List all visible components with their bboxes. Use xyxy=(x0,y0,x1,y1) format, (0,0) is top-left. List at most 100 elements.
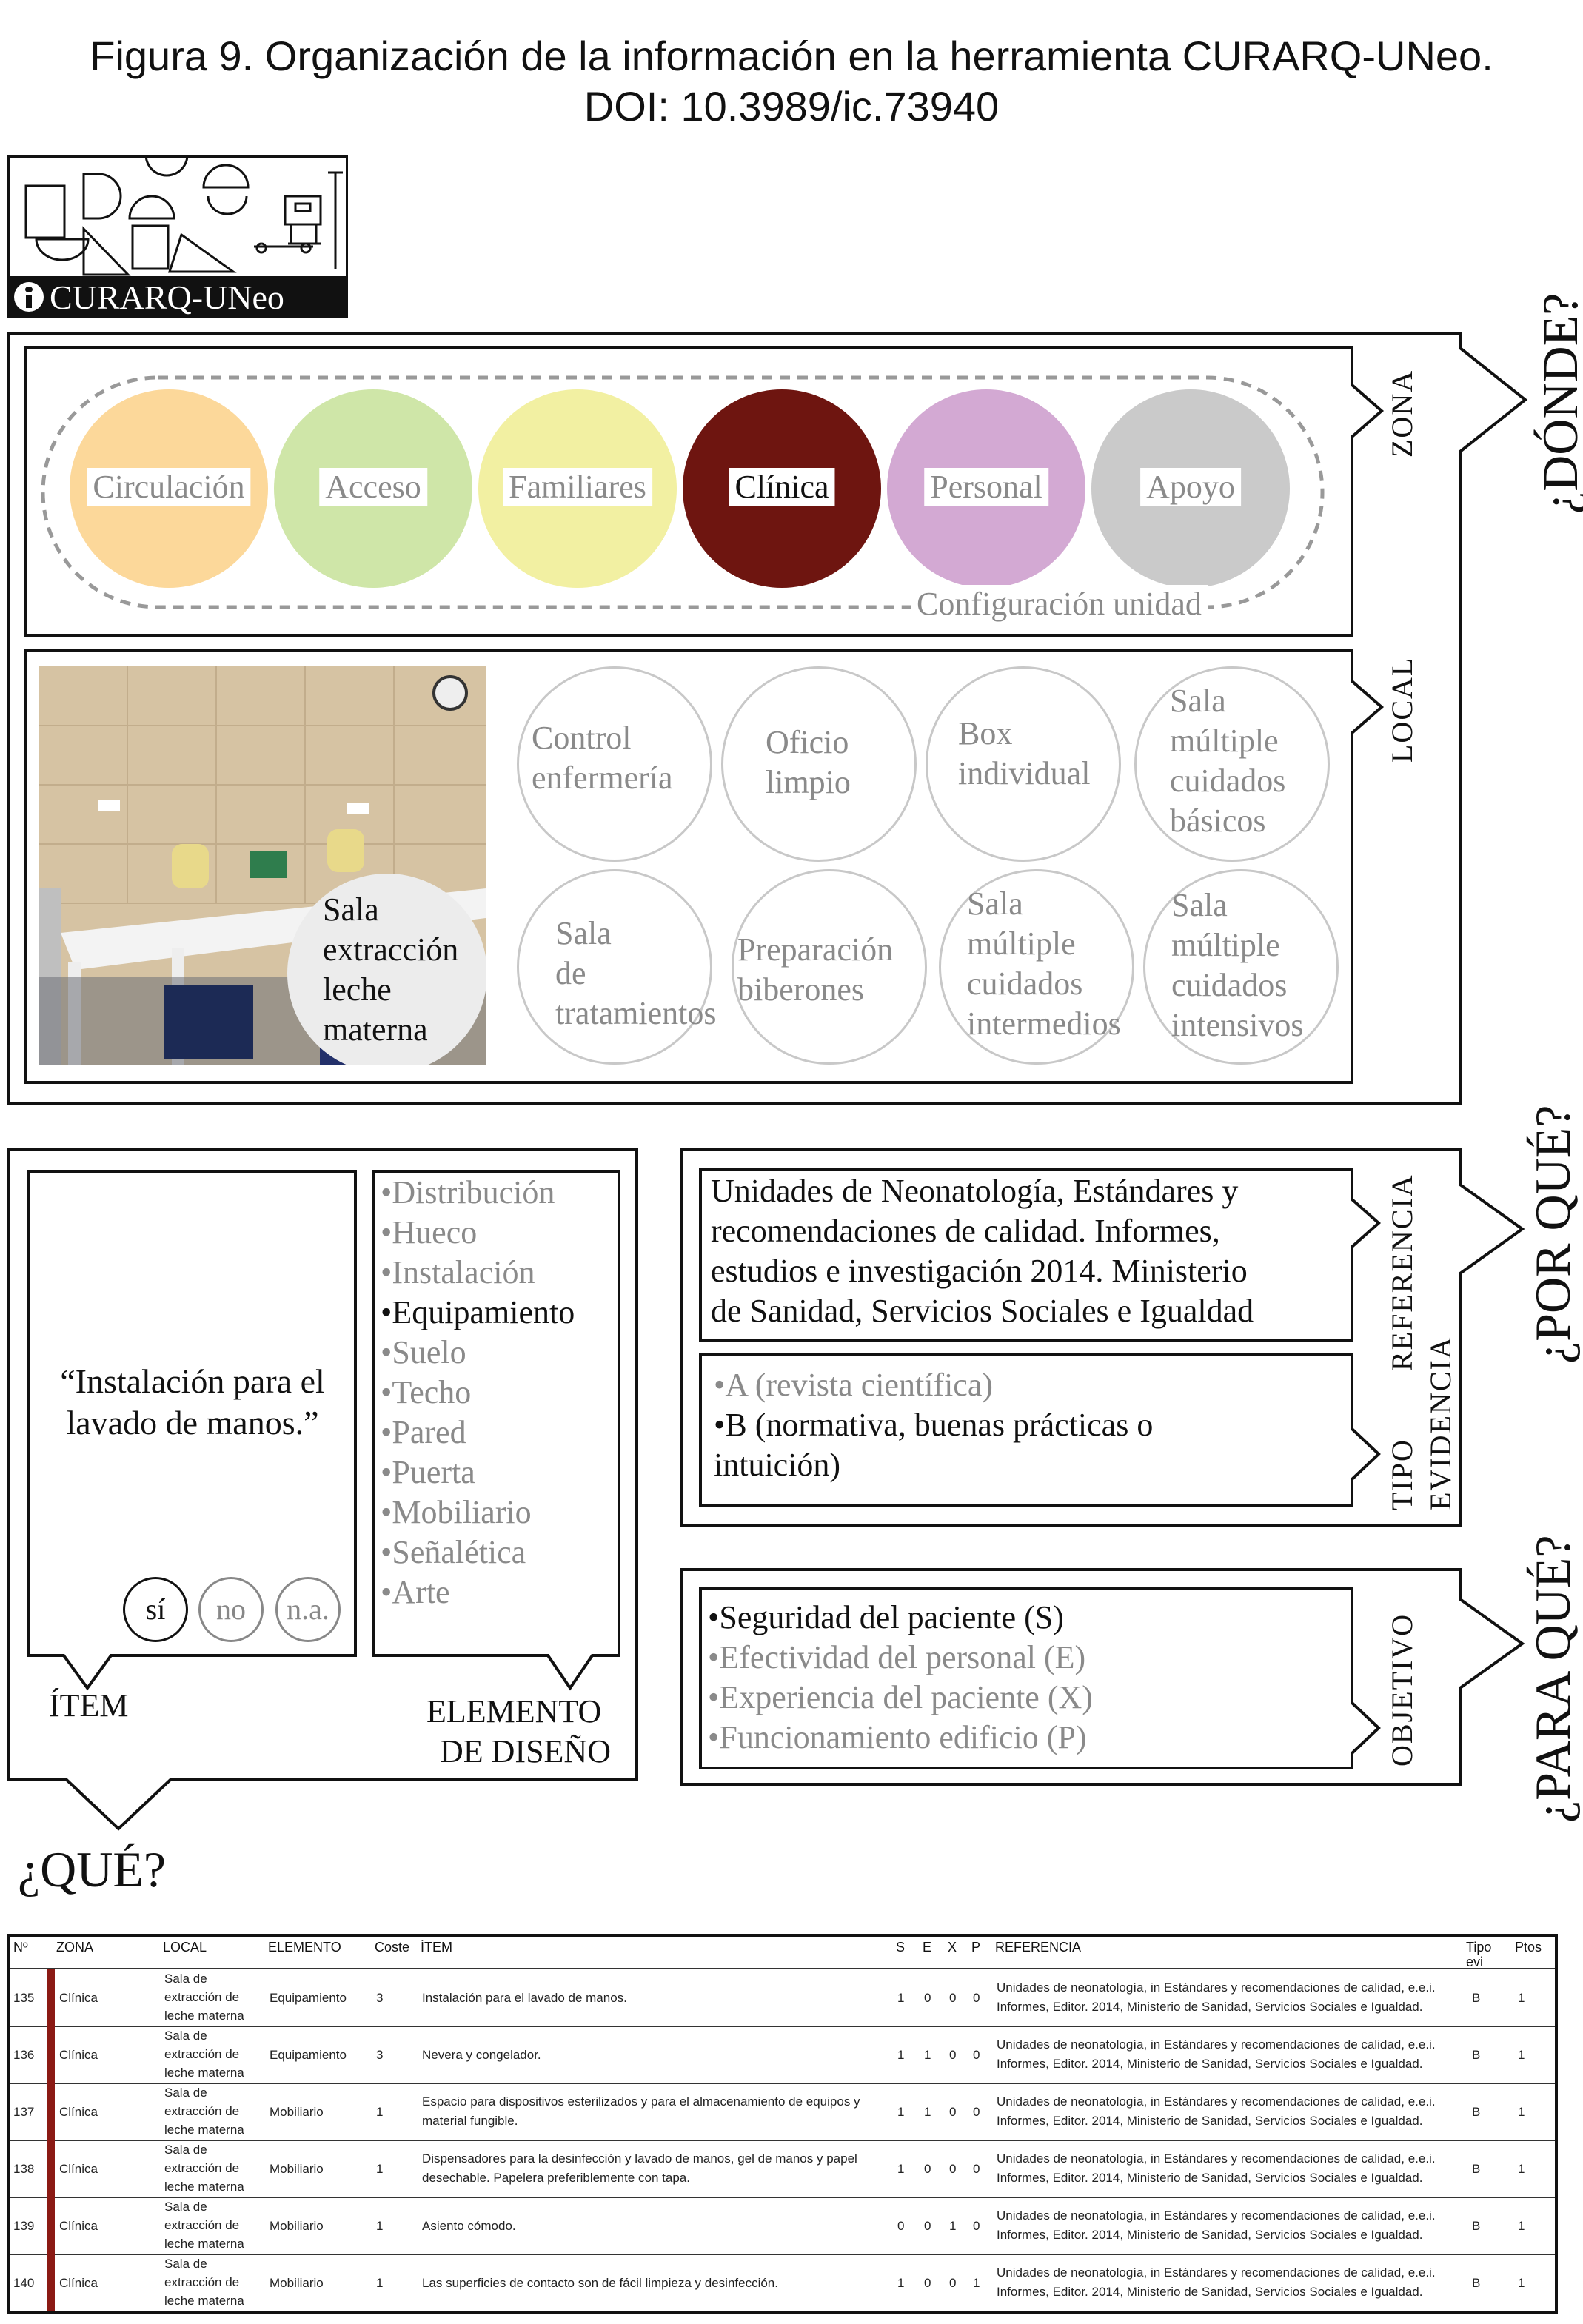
row-tipo-2: B xyxy=(1472,2105,1481,2119)
objetivo-item-0: •Seguridad del paciente (S) xyxy=(708,1599,1064,1635)
local-label-5: Preparación biberones xyxy=(737,931,894,1008)
local-label-4: Sala de tratamientos xyxy=(555,915,717,1031)
row-item-1-0: Nevera y congelador. xyxy=(422,2048,541,2062)
row-tipo-1: B xyxy=(1472,2048,1481,2062)
row-line-0 xyxy=(10,2026,1555,2027)
row-ptos-2: 1 xyxy=(1518,2105,1525,2119)
row-tipo-5: B xyxy=(1472,2276,1481,2290)
local-side-label: LOCAL xyxy=(1385,656,1419,763)
referencia-line-3: de Sanidad, Servicios Sociales e Igualda… xyxy=(711,1293,1254,1329)
row-p-3: 0 xyxy=(973,2162,980,2176)
paraque-frame xyxy=(680,1568,1525,1786)
row-local-5-2: leche materna xyxy=(164,2294,244,2308)
row-elemento-2: Mobiliario xyxy=(270,2105,324,2119)
option-circle-1 xyxy=(198,1577,264,1642)
elemento-item-3: •Equipamiento xyxy=(381,1294,575,1330)
evidencia-item-0: •A (revista científica) xyxy=(714,1367,994,1403)
zone-color-bar-0 xyxy=(47,1969,55,2026)
option-label-1: no xyxy=(216,1593,246,1626)
row-zona-1: Clínica xyxy=(59,2048,98,2062)
row-s-4: 0 xyxy=(897,2219,905,2233)
table-header-4: Coste xyxy=(375,1940,410,1955)
option-label-2: n.a. xyxy=(287,1593,329,1626)
row-local-0-0: Sala de xyxy=(164,1972,207,1986)
row-local-4-1: extracción de xyxy=(164,2218,240,2232)
row-x-5: 0 xyxy=(949,2276,957,2290)
row-local-3-0: Sala de xyxy=(164,2143,207,2157)
item-text: “Instalación para el lavado de manos.” xyxy=(60,1362,325,1441)
row-ref-5-1: Informes, Editor. 2014, Ministerio de Sa… xyxy=(997,2285,1423,2299)
local-label-1: Oficio limpio xyxy=(766,724,851,800)
option-circle-0 xyxy=(123,1577,188,1642)
row-x-2: 0 xyxy=(949,2105,957,2119)
row-ref-0-0: Unidades de neonatología, in Estándares … xyxy=(997,1980,1436,1995)
elemento-item-1: •Hueco xyxy=(381,1214,478,1250)
row-p-1: 0 xyxy=(973,2048,980,2062)
row-local-1-1: extracción de xyxy=(164,2047,240,2061)
row-zona-5: Clínica xyxy=(59,2276,98,2290)
zone-color-bar-3 xyxy=(47,2140,55,2197)
table-header-12: Ptos xyxy=(1515,1940,1542,1955)
row-item-5-0: Las superficies de contacto son de fácil… xyxy=(422,2276,778,2290)
paraque-label: ¿PARA QUÉ? xyxy=(1525,1535,1581,1823)
que-frame xyxy=(7,1148,638,1831)
elemento-item-6: •Pared xyxy=(381,1414,466,1450)
local-label-7: Sala múltiple cuidados intensivos xyxy=(1171,887,1304,1043)
local-circle-1 xyxy=(721,666,917,862)
table-header-8: X xyxy=(948,1940,957,1955)
row-item-2-0: Espacio para dispositivos esterilizados … xyxy=(422,2094,860,2109)
porque-label: ¿POR QUÉ? xyxy=(1525,1105,1581,1364)
local-label-3: Sala múltiple cuidados básicos xyxy=(1170,683,1286,839)
row-ref-4-1: Informes, Editor. 2014, Ministerio de Sa… xyxy=(997,2228,1423,2242)
row-ptos-5: 1 xyxy=(1518,2276,1525,2290)
porque-frame xyxy=(680,1148,1525,1527)
row-coste-5: 1 xyxy=(376,2276,384,2290)
row-local-5-0: Sala de xyxy=(164,2257,207,2271)
row-ref-1-0: Unidades de neonatología, in Estándares … xyxy=(997,2037,1436,2052)
table-header-10: REFERENCIA xyxy=(995,1940,1082,1955)
figure-title-line2: DOI: 10.3989/ic.73940 xyxy=(583,83,1000,130)
row-local-3-2: leche materna xyxy=(164,2180,244,2194)
row-tipo-4: B xyxy=(1472,2219,1481,2233)
elemento-item-8: •Mobiliario xyxy=(381,1494,532,1530)
elemento-caption-1: ELEMENTO xyxy=(426,1693,602,1729)
row-ptos-4: 1 xyxy=(1518,2219,1525,2233)
row-coste-0: 3 xyxy=(376,1991,384,2005)
photo-label-circle xyxy=(287,874,486,1065)
table-header-5: ÍTEM xyxy=(421,1940,452,1955)
row-e-2: 1 xyxy=(924,2105,931,2119)
row-num-4: 139 xyxy=(13,2219,35,2233)
row-ptos-1: 1 xyxy=(1518,2048,1525,2062)
local-label-2: Box individual xyxy=(958,715,1091,791)
row-tipo-0: B xyxy=(1472,1991,1481,2005)
local-label-6: Sala múltiple cuidados intermedios xyxy=(967,885,1121,1042)
elemento-item-10: •Arte xyxy=(381,1574,450,1610)
row-e-3: 0 xyxy=(924,2162,931,2176)
row-local-2-1: extracción de xyxy=(164,2104,240,2118)
row-num-2: 137 xyxy=(13,2105,35,2119)
row-tipo-3: B xyxy=(1472,2162,1481,2176)
row-local-3-1: extracción de xyxy=(164,2161,240,2175)
row-item-3-0: Dispensadores para la desinfección y lav… xyxy=(422,2151,857,2166)
local-circle-6 xyxy=(939,869,1134,1065)
table-header-7: E xyxy=(923,1940,932,1955)
row-zona-3: Clínica xyxy=(59,2162,98,2176)
row-line-3 xyxy=(10,2197,1555,2198)
local-circle-0 xyxy=(517,666,712,862)
row-local-2-2: leche materna xyxy=(164,2123,244,2137)
objetivo-item-3: •Funcionamiento edificio (P) xyxy=(708,1719,1087,1755)
local-circle-7 xyxy=(1143,869,1339,1065)
table-header-2: LOCAL xyxy=(163,1940,207,1955)
row-line-2 xyxy=(10,2140,1555,2141)
row-elemento-0: Equipamiento xyxy=(270,1991,347,2005)
row-coste-3: 1 xyxy=(376,2162,384,2176)
local-circle-5 xyxy=(732,869,927,1065)
referencia-side-label: REFERENCIA xyxy=(1385,1173,1419,1371)
local-label-0: Control enfermería xyxy=(532,720,673,796)
objetivo-item-1: •Efectividad del personal (E) xyxy=(708,1639,1086,1675)
objetivo-side-label: OBJETIVO xyxy=(1385,1613,1419,1767)
config-unidad-label: Configuración unidad xyxy=(911,585,1208,623)
row-local-2-0: Sala de xyxy=(164,2086,207,2100)
row-s-2: 1 xyxy=(897,2105,905,2119)
donde-label: ¿DÓNDE? xyxy=(1532,292,1583,514)
